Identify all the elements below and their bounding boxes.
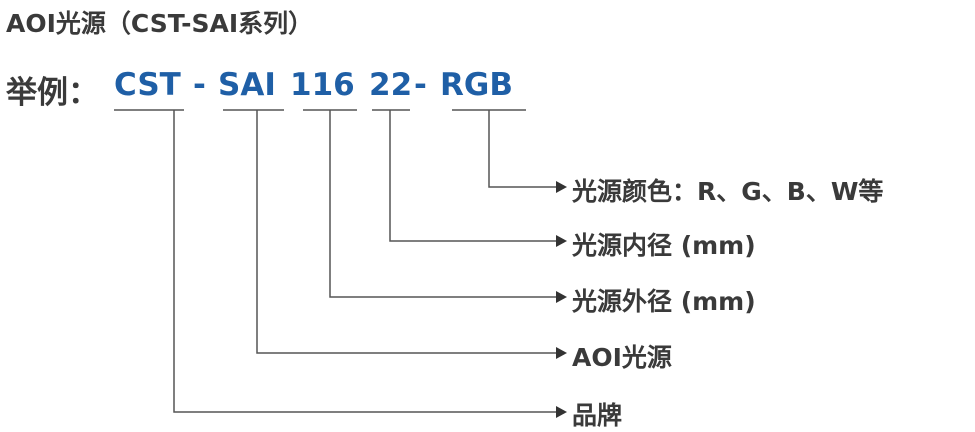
example-label: 举例： bbox=[6, 75, 99, 111]
page-title: AOI光源（CST-SAI系列） bbox=[6, 9, 314, 38]
code-inner-diameter: 22 bbox=[369, 67, 413, 103]
connector-series bbox=[256, 110, 558, 354]
code-outer-diameter: 116 bbox=[290, 67, 355, 103]
code-series: SAI bbox=[218, 67, 276, 103]
desc-outer-diameter: 光源外径 (mm) bbox=[572, 287, 756, 316]
arrow-brand bbox=[556, 406, 567, 418]
code-brand: CST bbox=[114, 67, 181, 103]
desc-brand: 品牌 bbox=[572, 401, 623, 430]
connector-color bbox=[488, 110, 558, 188]
connector-inner bbox=[389, 110, 558, 242]
connector-lines bbox=[114, 109, 567, 418]
arrow-color bbox=[556, 181, 567, 193]
arrow-outer bbox=[556, 291, 567, 303]
connector-brand bbox=[173, 110, 558, 413]
arrow-inner bbox=[556, 235, 567, 247]
code-dash-2: - bbox=[414, 67, 427, 103]
code-color: RGB bbox=[440, 67, 513, 103]
desc-color: 光源颜色：R、G、B、W等 bbox=[572, 177, 884, 206]
connector-outer bbox=[329, 110, 558, 298]
desc-inner-diameter: 光源内径 (mm) bbox=[572, 231, 756, 260]
code-dash-1: - bbox=[193, 67, 206, 103]
arrow-series bbox=[556, 347, 567, 359]
desc-series: AOI光源 bbox=[572, 343, 672, 372]
